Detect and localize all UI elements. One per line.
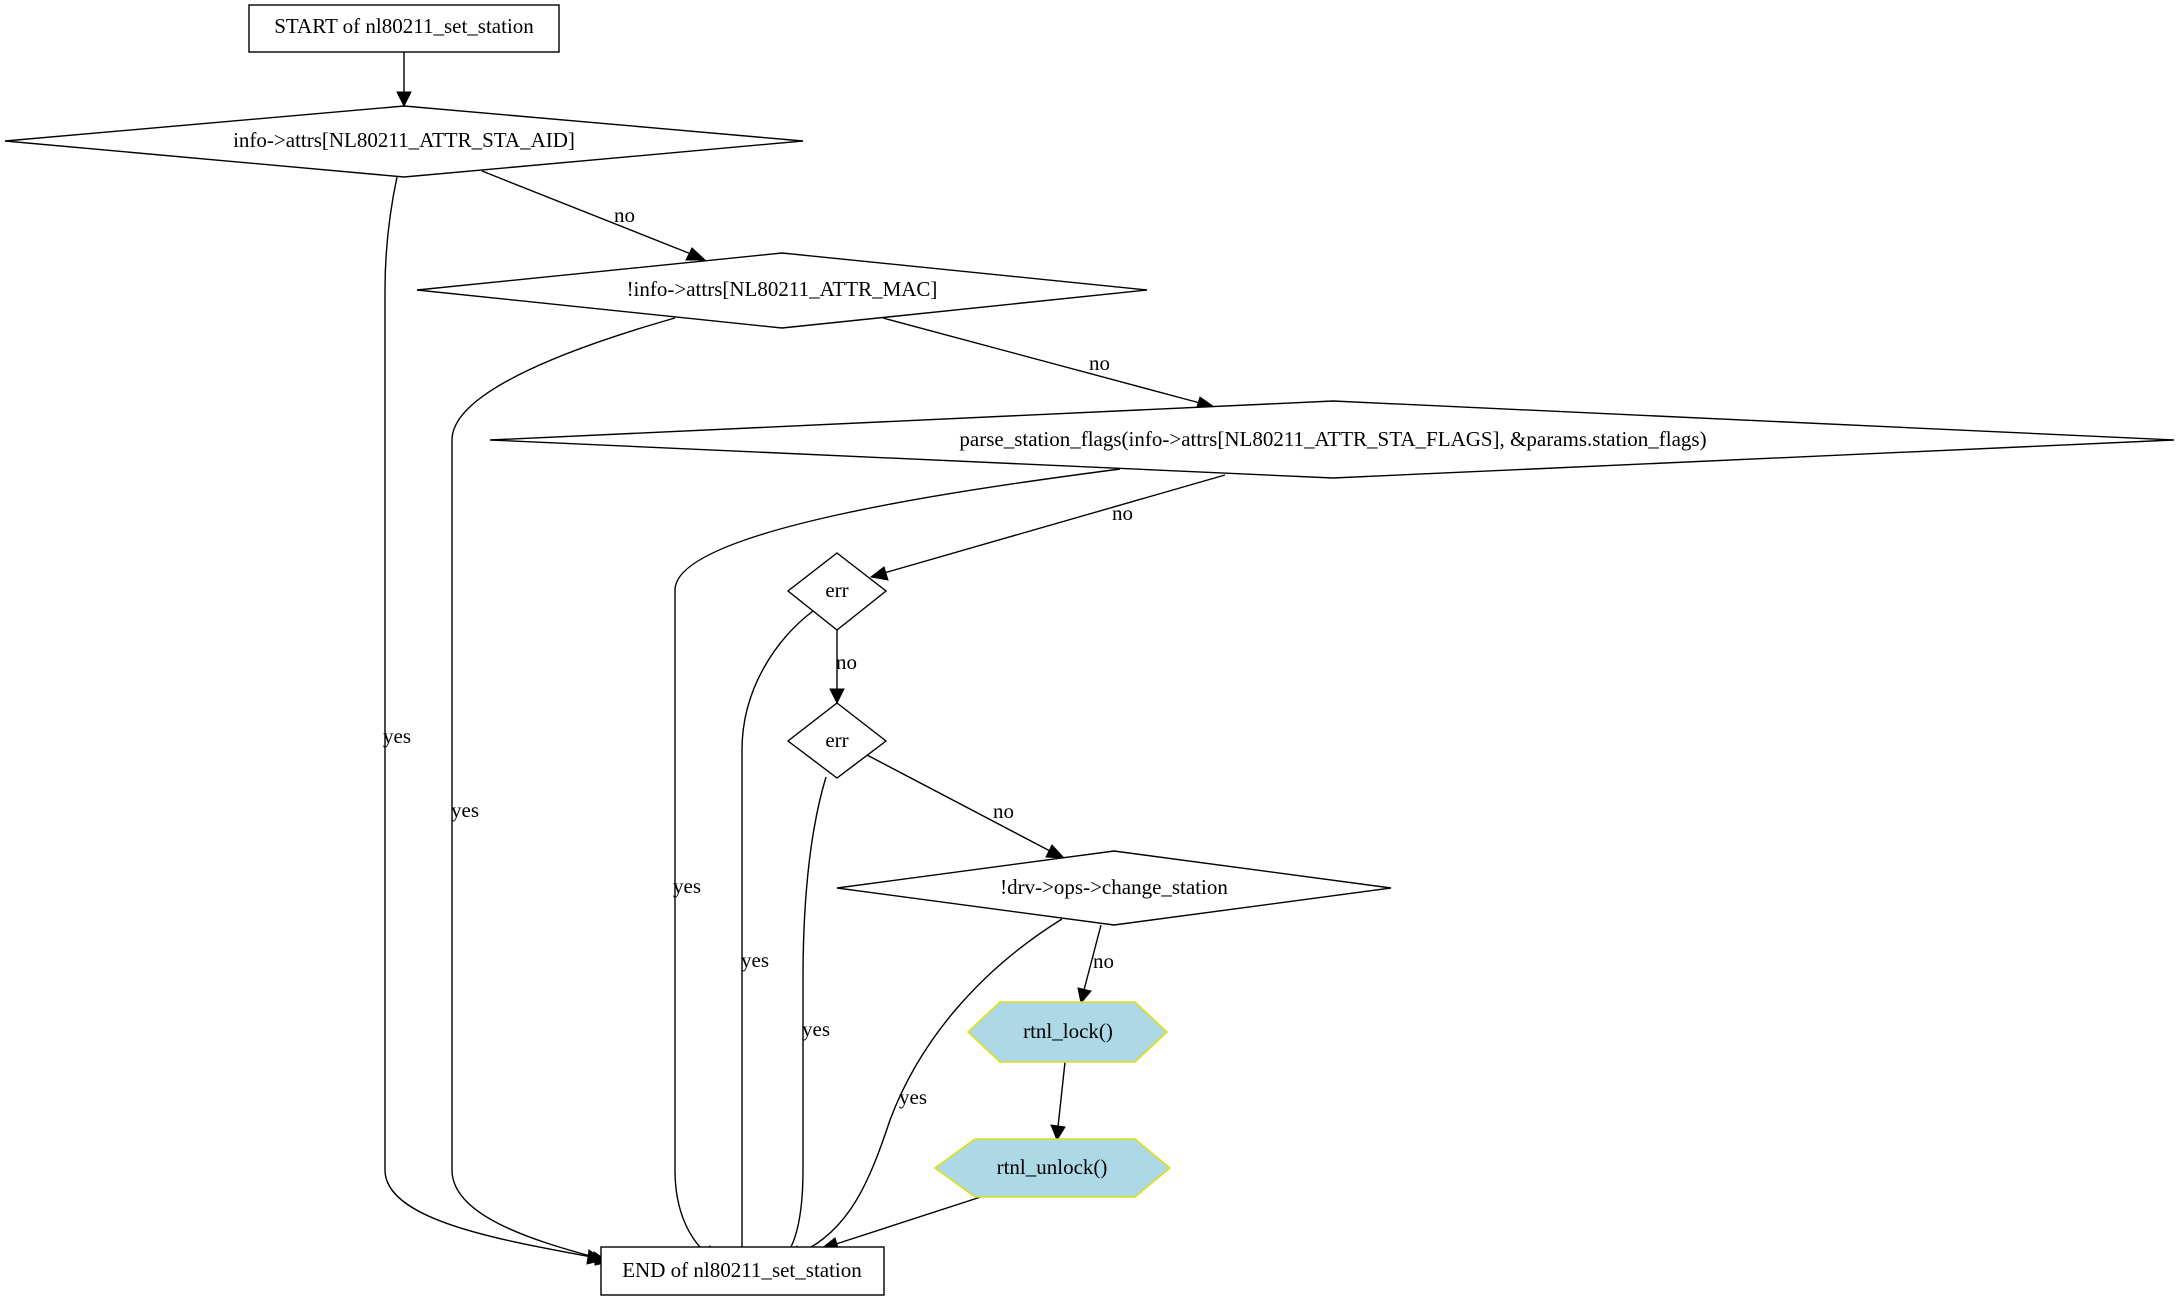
- start-node: START of nl80211_set_station: [248, 4, 560, 53]
- arrow-head: [1050, 1124, 1066, 1142]
- process-rtnl-lock-label: rtnl_lock(): [1023, 1019, 1113, 1043]
- edge-err1-yes: [741, 610, 814, 1250]
- decision-parse-flags: parse_station_flags(info->attrs[NL80211_…: [489, 400, 2175, 479]
- decision-err-1-label: err: [825, 578, 848, 602]
- edge-label-parse-no: no: [1112, 501, 1133, 525]
- decision-mac: !info->attrs[NL80211_ATTR_MAC]: [416, 252, 1148, 329]
- process-rtnl-unlock: rtnl_unlock(): [933, 1138, 1172, 1198]
- edge-label-err1-yes: yes: [741, 948, 769, 972]
- end-node: END of nl80211_set_station: [600, 1246, 885, 1296]
- decision-sta-aid-label: info->attrs[NL80211_ATTR_STA_AID]: [233, 128, 575, 152]
- arrow-head: [396, 91, 412, 108]
- nodes: START of nl80211_set_station info->attrs…: [4, 4, 2175, 1296]
- edge-parse-yes: [674, 468, 1121, 1253]
- edge-lock-to-unlock: [1057, 1061, 1066, 1128]
- decision-err-2-label: err: [825, 728, 848, 752]
- process-rtnl-lock: rtnl_lock(): [966, 1001, 1169, 1063]
- edge-unlock-to-end: [835, 1193, 991, 1245]
- edge-label-sta-aid-yes: yes: [383, 724, 411, 748]
- decision-mac-label: !info->attrs[NL80211_ATTR_MAC]: [627, 277, 938, 301]
- edge-label-mac-no: no: [1089, 351, 1110, 375]
- decision-err-1: err: [786, 552, 888, 631]
- start-node-label: START of nl80211_set_station: [274, 14, 534, 38]
- edge-label-parse-yes: yes: [673, 874, 701, 898]
- arrow-head: [1077, 987, 1092, 1005]
- edge-parse-no: [883, 474, 1226, 574]
- arrow-head: [685, 247, 707, 261]
- edge-label-err2-yes: yes: [802, 1017, 830, 1041]
- edge-label-sta-aid-no: no: [614, 203, 635, 227]
- decision-parse-flags-label: parse_station_flags(info->attrs[NL80211_…: [959, 427, 1706, 451]
- decision-sta-aid: info->attrs[NL80211_ATTR_STA_AID]: [4, 105, 804, 178]
- edge-label-change-no: no: [1093, 949, 1114, 973]
- edges: no yes no yes no yes no yes no: [383, 52, 1226, 1266]
- edge-label-change-yes: yes: [899, 1085, 927, 1109]
- edge-change-yes: [799, 918, 1063, 1254]
- edge-err2-no: [866, 754, 1051, 852]
- arrow-head: [1045, 844, 1066, 859]
- edge-label-err1-no: no: [836, 650, 857, 674]
- arrow-head: [869, 566, 889, 581]
- decision-err-2: err: [786, 702, 888, 779]
- edge-label-err2-no: no: [993, 799, 1014, 823]
- edge-mac-yes: [451, 317, 676, 1259]
- edge-change-no: [1083, 924, 1102, 991]
- edge-label-mac-yes: yes: [451, 798, 479, 822]
- edge-sta-aid-no: [481, 170, 692, 255]
- edge-mac-no: [882, 317, 1201, 404]
- edge-err2-yes: [787, 776, 827, 1253]
- arrow-head: [829, 688, 845, 705]
- edge-sta-aid-yes: [384, 176, 593, 1258]
- process-rtnl-unlock-label: rtnl_unlock(): [997, 1155, 1108, 1179]
- end-node-label: END of nl80211_set_station: [622, 1258, 862, 1282]
- decision-change-station: !drv->ops->change_station: [836, 850, 1392, 926]
- decision-change-station-label: !drv->ops->change_station: [1000, 875, 1228, 899]
